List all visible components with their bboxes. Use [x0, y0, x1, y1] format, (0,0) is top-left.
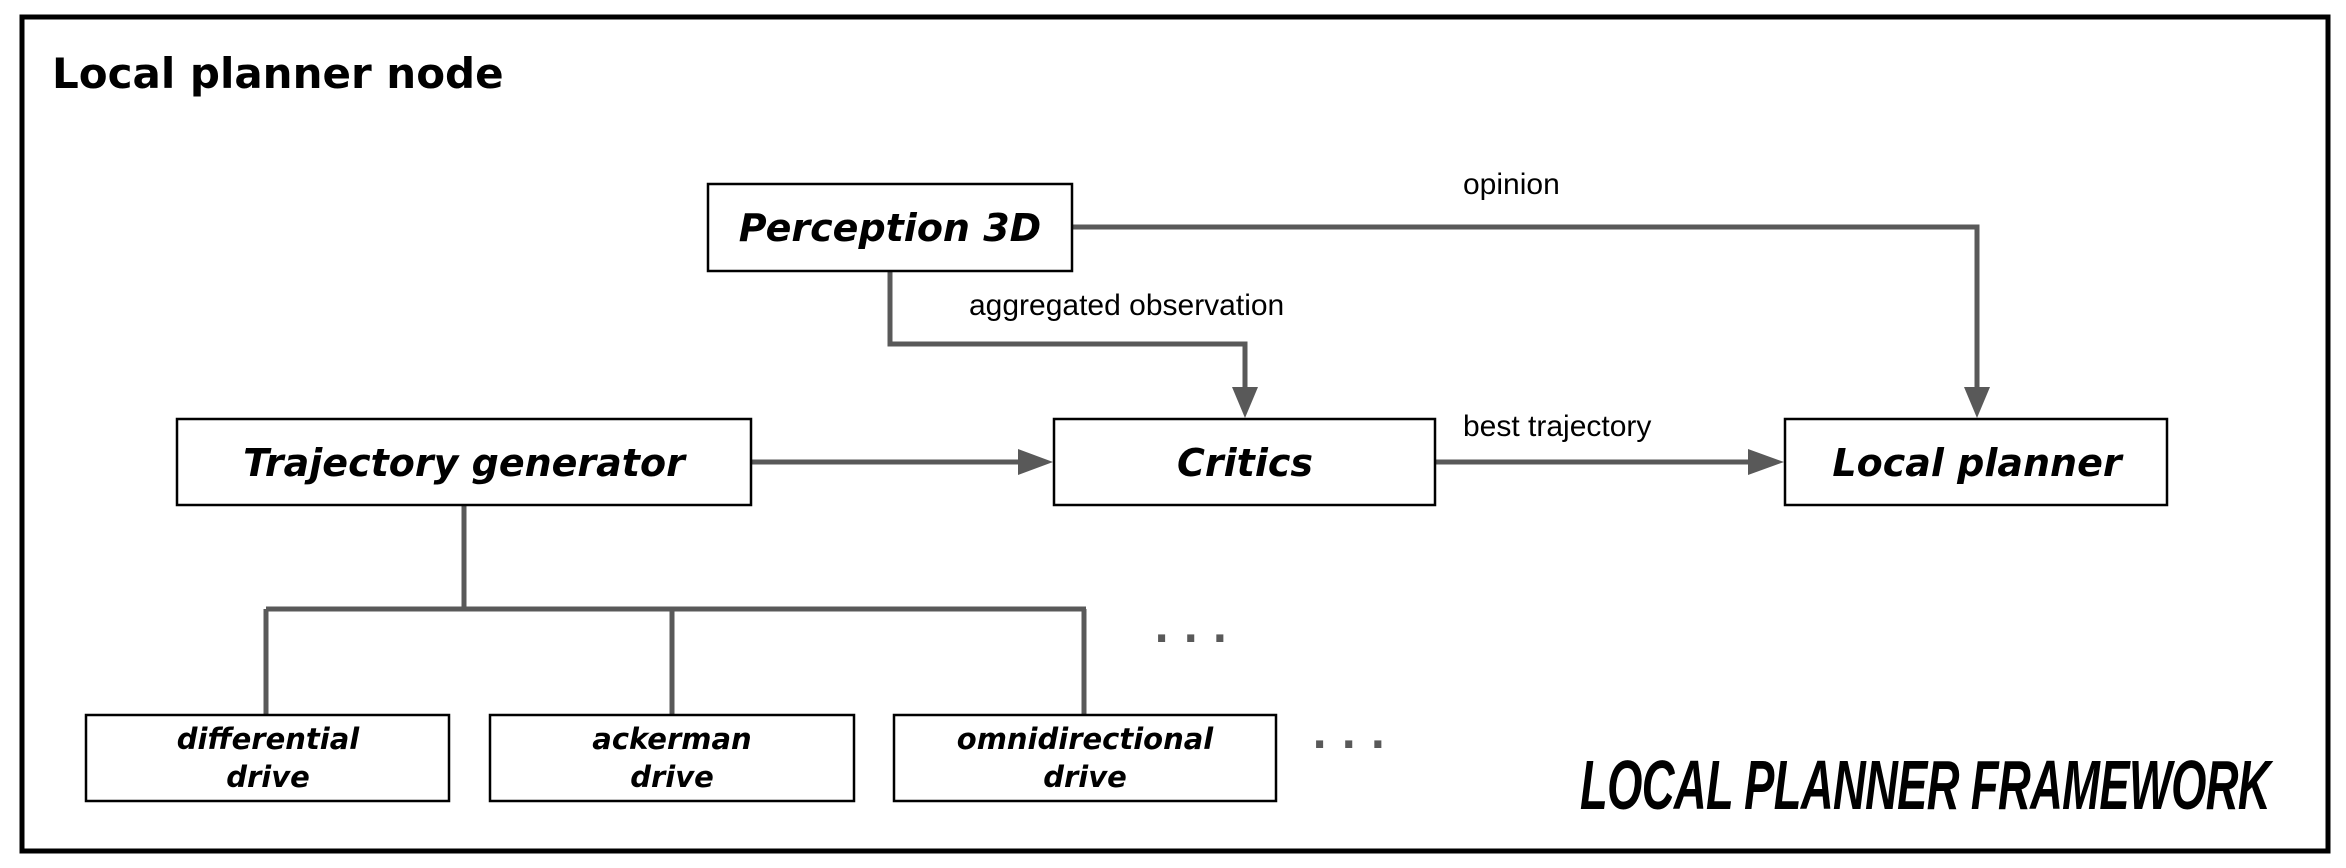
node-ackerman-drive: ackerman drive [488, 713, 856, 803]
node-label-trajectory-generator: Trajectory generator [243, 441, 687, 485]
arrowhead-aggregated-observation [1232, 387, 1258, 418]
node-frame [19, 14, 2331, 854]
node-omnidirectional-drive: omnidirectional drive [892, 713, 1278, 803]
node-label-perception-3d: Perception 3D [739, 206, 1041, 250]
ellipsis-drives: · · · [1312, 722, 1385, 768]
edge-label-opinion: opinion [1463, 168, 1560, 201]
arrowhead-opinion [1964, 387, 1990, 418]
drive-label-ackerman-line1: ackerman [592, 722, 751, 756]
drive-label-ackerman-line2: drive [630, 760, 714, 794]
node-title: Local planner node [52, 49, 504, 98]
node-differential-drive: differential drive [84, 713, 451, 803]
edge-generator-tree [263, 505, 1087, 714]
node-perception-3d: Perception 3D [706, 182, 1074, 273]
edge-aggregated-observation [887, 271, 1248, 392]
framework-title: LOCAL PLANNER FRAMEWORK [1580, 746, 2274, 824]
drive-label-omnidirectional-line2: drive [1043, 760, 1127, 794]
node-local-planner: Local planner [1783, 417, 2169, 507]
edge-opinion [1072, 224, 1980, 392]
node-label-local-planner: Local planner [1832, 441, 2123, 485]
node-label-critics: Critics [1177, 441, 1313, 485]
node-trajectory-generator: Trajectory generator [175, 417, 753, 507]
ellipsis-tree: · · · [1154, 616, 1227, 662]
drive-label-omnidirectional-line1: omnidirectional [957, 722, 1215, 756]
edge-label-aggregated-observation: aggregated observation [969, 289, 1284, 322]
edge-label-best-trajectory: best trajectory [1463, 410, 1651, 443]
drive-label-differential-line1: differential [177, 722, 360, 756]
arrowhead-generator-to-critics [1018, 449, 1053, 475]
arrowhead-best-trajectory [1748, 449, 1784, 475]
drive-label-differential-line2: drive [226, 760, 310, 794]
node-critics: Critics [1052, 417, 1437, 507]
